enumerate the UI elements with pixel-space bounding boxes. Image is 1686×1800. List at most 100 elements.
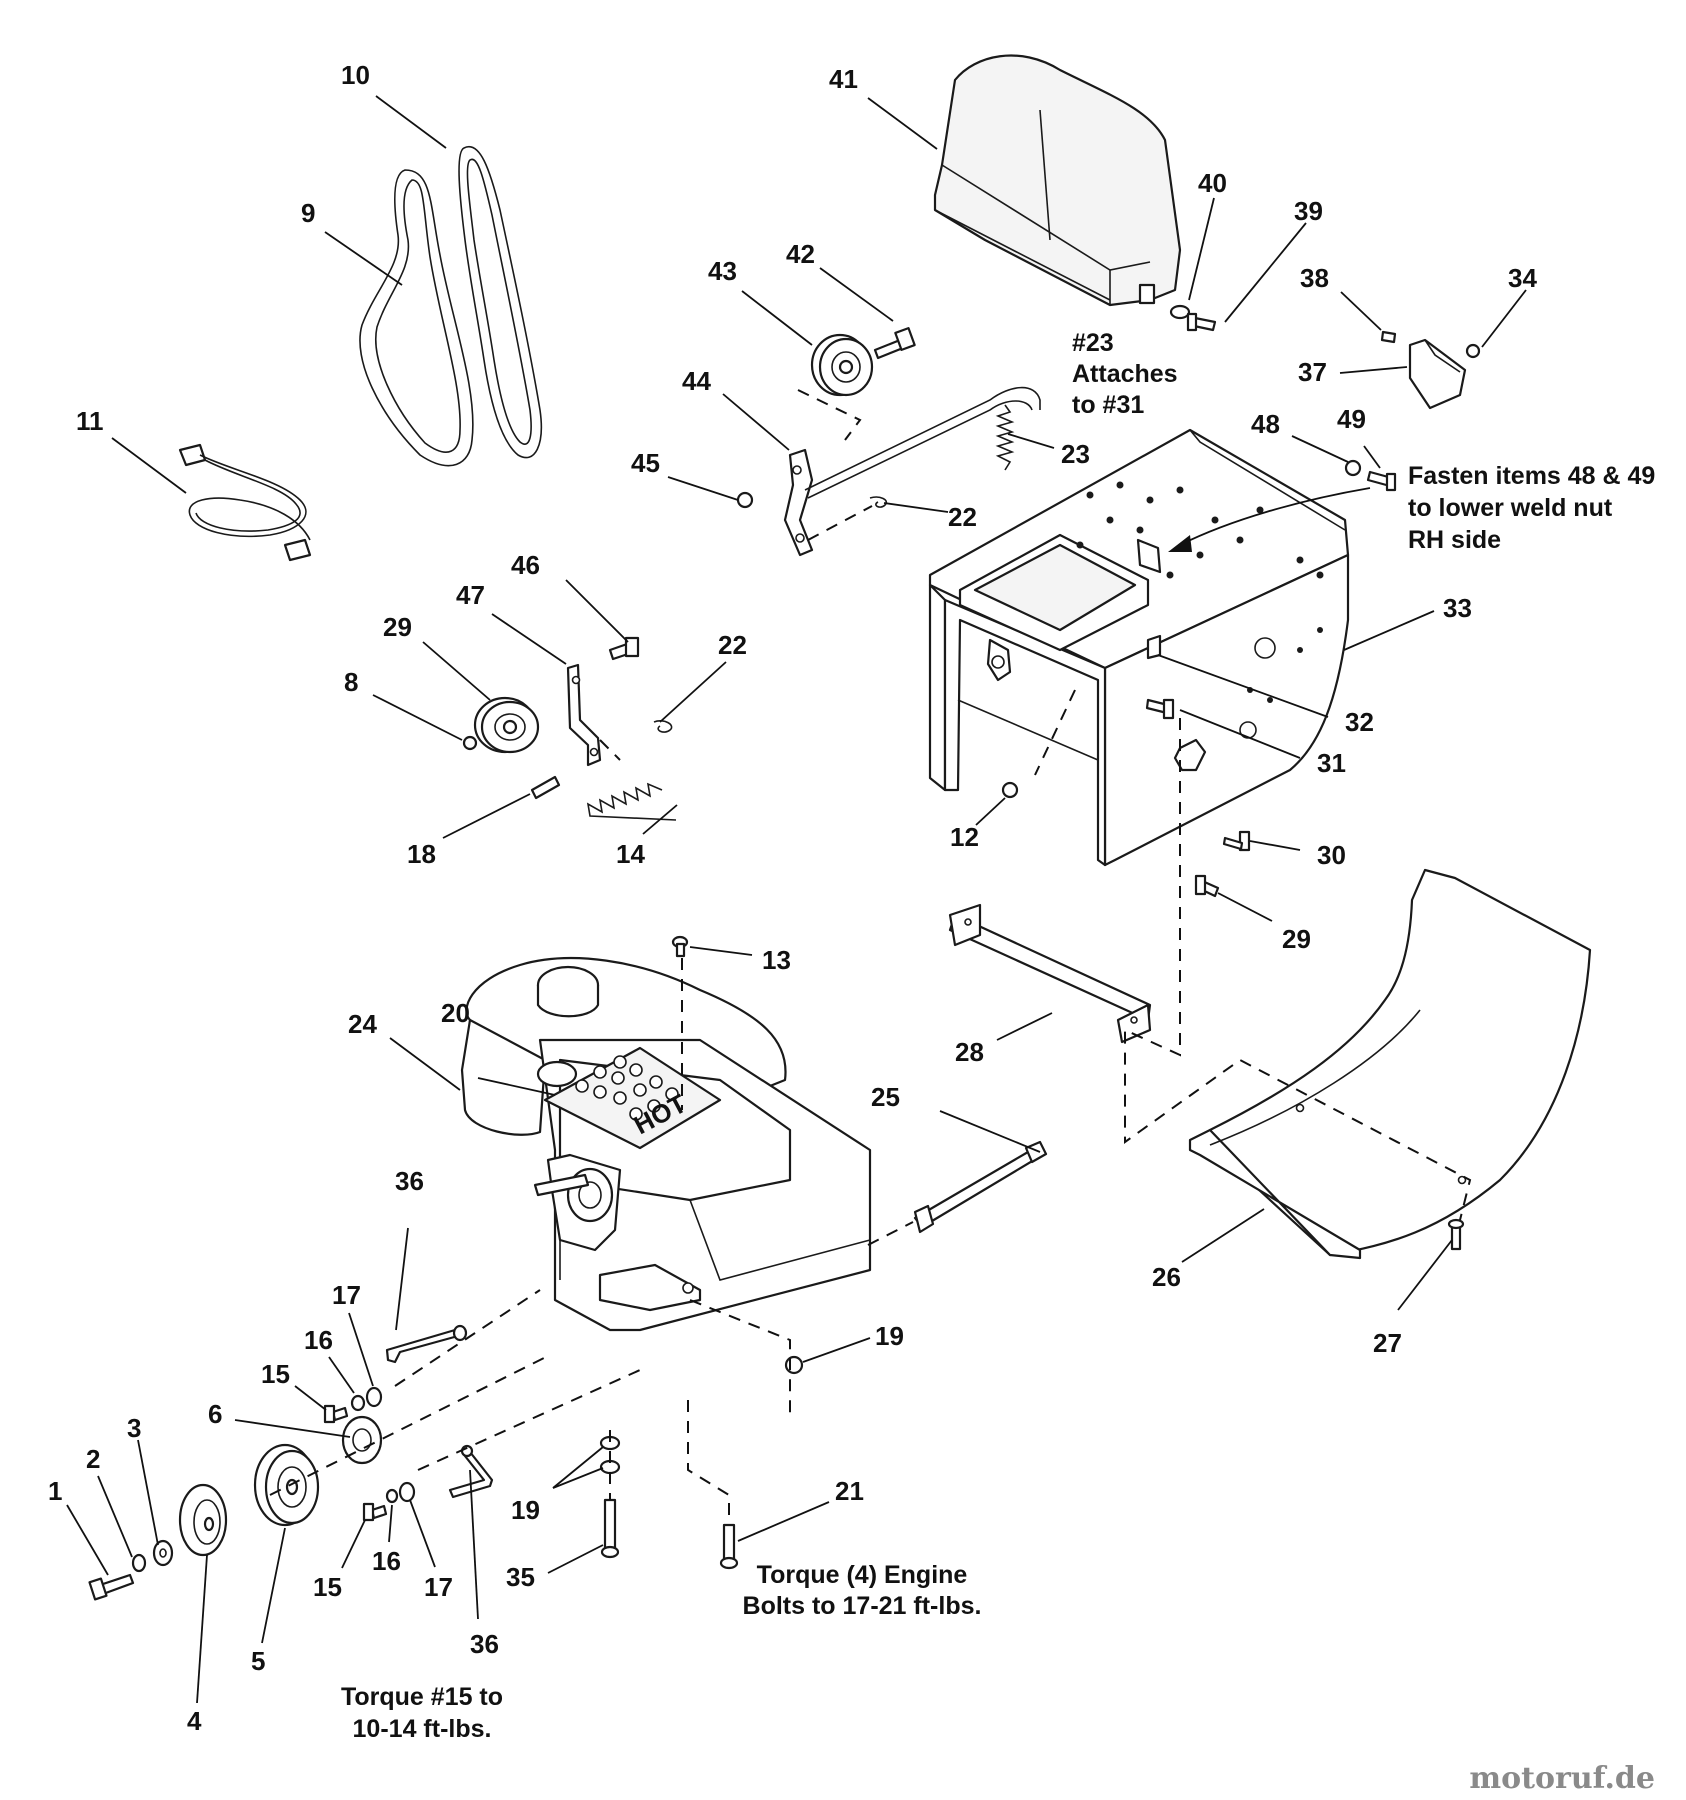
callout-27: 27 bbox=[1373, 1328, 1402, 1358]
svg-text:Bolts to 17-21 ft-lbs.: Bolts to 17-21 ft-lbs. bbox=[743, 1592, 982, 1620]
washer-40 bbox=[1169, 304, 1191, 320]
callout-2: 2 bbox=[86, 1444, 100, 1474]
callout-12: 12 bbox=[950, 822, 979, 852]
pulley-4 bbox=[178, 1483, 228, 1557]
svg-text:#23: #23 bbox=[1072, 329, 1114, 357]
svg-text:Fasten items 48 & 49: Fasten items 48 & 49 bbox=[1408, 462, 1655, 490]
screw-27 bbox=[1447, 1218, 1465, 1251]
bracket-37 bbox=[1408, 338, 1467, 410]
watermark: motoruf.de bbox=[1469, 1761, 1655, 1796]
svg-text:to #31: to #31 bbox=[1072, 391, 1144, 419]
callout-3: 3 bbox=[127, 1413, 141, 1443]
assembly-lines bbox=[269, 389, 1472, 1520]
leader-lines bbox=[66, 95, 1527, 1704]
washer-17-lower bbox=[398, 1481, 416, 1503]
belt-10 bbox=[458, 145, 542, 459]
callout-25: 25 bbox=[871, 1082, 900, 1112]
note-torque-engine: Torque (4) Engine Bolts to 17-21 ft-lbs. bbox=[743, 1561, 982, 1620]
svg-text:RH side: RH side bbox=[1408, 526, 1501, 554]
callout-35: 35 bbox=[506, 1562, 535, 1592]
callout-36-lower: 36 bbox=[470, 1629, 499, 1659]
callout-37: 37 bbox=[1298, 357, 1327, 387]
power-cord-11 bbox=[178, 443, 312, 562]
callout-32: 32 bbox=[1345, 707, 1374, 737]
callout-19-lower: 19 bbox=[511, 1495, 540, 1525]
key-36-upper bbox=[385, 1324, 468, 1364]
callouts: 10 9 11 41 40 39 38 34 37 43 42 44 45 23… bbox=[48, 60, 1537, 1736]
weld-nut-arrow bbox=[1168, 487, 1371, 552]
idler-pulley-43 bbox=[810, 333, 874, 397]
washer-16-lower bbox=[385, 1488, 399, 1504]
lockwasher-2 bbox=[131, 1553, 147, 1573]
callout-38: 38 bbox=[1300, 263, 1329, 293]
washer-16-upper bbox=[350, 1394, 366, 1412]
callout-13: 13 bbox=[762, 945, 791, 975]
callout-29-upper: 29 bbox=[383, 612, 412, 642]
nut-8 bbox=[462, 735, 478, 751]
spring-14 bbox=[586, 782, 677, 821]
bolt-29 bbox=[1194, 874, 1220, 898]
pulley-6 bbox=[341, 1415, 383, 1465]
callout-18: 18 bbox=[407, 839, 436, 869]
callout-6: 6 bbox=[208, 1399, 222, 1429]
callout-36-upper: 36 bbox=[395, 1166, 424, 1196]
callout-39: 39 bbox=[1294, 196, 1323, 226]
callout-16-upper: 16 bbox=[304, 1325, 333, 1355]
note-torque-15: Torque #15 to 10-14 ft-lbs. bbox=[341, 1683, 503, 1743]
pin-18 bbox=[530, 775, 561, 800]
engine-24 bbox=[460, 957, 872, 1332]
callout-49: 49 bbox=[1337, 404, 1366, 434]
callout-41: 41 bbox=[829, 64, 858, 94]
shift-rod bbox=[804, 386, 1041, 499]
callout-17-upper: 17 bbox=[332, 1280, 361, 1310]
svg-text:Torque (4) Engine: Torque (4) Engine bbox=[757, 1561, 968, 1589]
callout-40: 40 bbox=[1198, 168, 1227, 198]
bolt-35 bbox=[600, 1498, 620, 1559]
bolt-49 bbox=[1366, 470, 1397, 492]
bolt-21 bbox=[719, 1523, 739, 1570]
callout-44: 44 bbox=[682, 366, 711, 396]
nut-34 bbox=[1465, 343, 1481, 359]
callout-20: 20 bbox=[441, 998, 470, 1028]
svg-text:Torque #15 to: Torque #15 to bbox=[341, 1683, 503, 1711]
callout-33: 33 bbox=[1443, 593, 1472, 623]
belt-9 bbox=[359, 169, 474, 467]
svg-text:10-14 ft-lbs.: 10-14 ft-lbs. bbox=[353, 1715, 492, 1743]
callout-4: 4 bbox=[187, 1706, 202, 1736]
washer-3 bbox=[152, 1539, 174, 1567]
callout-15-upper: 15 bbox=[261, 1359, 290, 1389]
callout-1: 1 bbox=[48, 1476, 62, 1506]
shroud-26 bbox=[1188, 868, 1592, 1260]
callout-9: 9 bbox=[301, 198, 315, 228]
callout-43: 43 bbox=[708, 256, 737, 286]
bolt-39 bbox=[1186, 312, 1217, 332]
callout-31: 31 bbox=[1317, 748, 1346, 778]
nut-48 bbox=[1344, 459, 1362, 477]
callout-24: 24 bbox=[348, 1009, 377, 1039]
callout-47: 47 bbox=[456, 580, 485, 610]
frame-33 bbox=[928, 428, 1350, 867]
callout-19-upper: 19 bbox=[875, 1321, 904, 1351]
svg-text:Attaches: Attaches bbox=[1072, 360, 1178, 388]
callout-10: 10 bbox=[341, 60, 370, 90]
callout-29-lower: 29 bbox=[1282, 924, 1311, 954]
idler-arm-47 bbox=[566, 663, 602, 767]
note-attach: #23 Attaches to #31 bbox=[1072, 329, 1178, 419]
screw-13 bbox=[671, 935, 689, 958]
callout-22-upper: 22 bbox=[948, 502, 977, 532]
bolt-46 bbox=[608, 636, 640, 661]
hairpin-22-upper bbox=[869, 496, 888, 508]
washer-17-upper bbox=[365, 1386, 383, 1408]
callout-28: 28 bbox=[955, 1037, 984, 1067]
callout-15-lower: 15 bbox=[313, 1572, 342, 1602]
callout-42: 42 bbox=[786, 239, 815, 269]
bolt-42 bbox=[873, 327, 916, 360]
bolt-31 bbox=[1145, 698, 1175, 720]
nut-12 bbox=[1001, 781, 1019, 799]
bolt-15-lower bbox=[362, 1502, 388, 1522]
shaft-25 bbox=[913, 1140, 1048, 1234]
note-fasten: Fasten items 48 & 49 to lower weld nut R… bbox=[1408, 462, 1655, 554]
callout-16-lower: 16 bbox=[372, 1546, 401, 1576]
callout-5: 5 bbox=[251, 1646, 265, 1676]
